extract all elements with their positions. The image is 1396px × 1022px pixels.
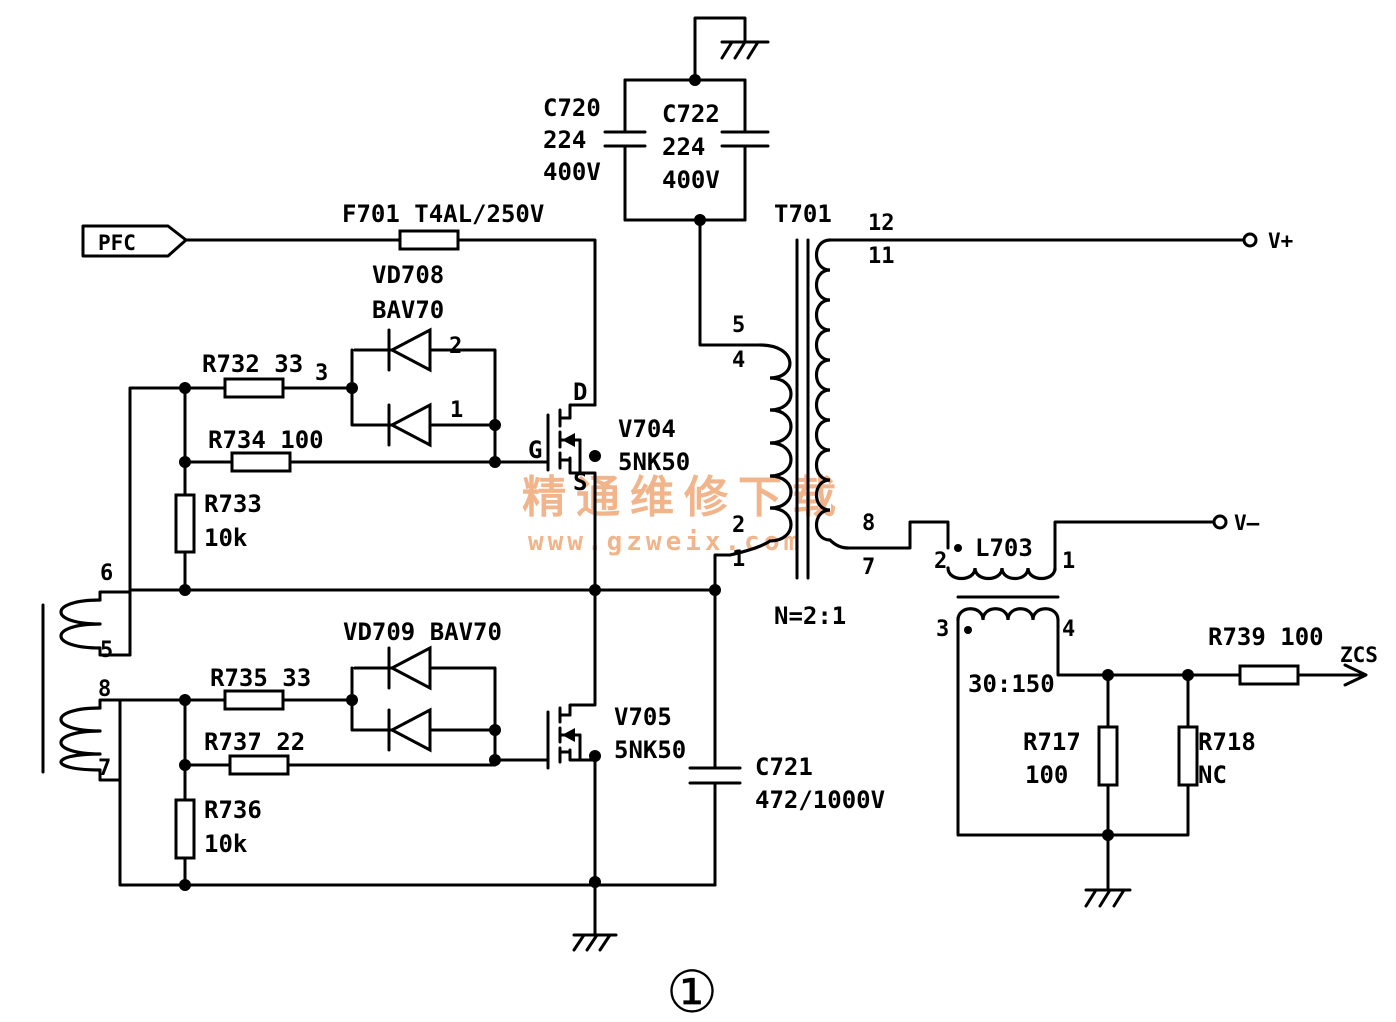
t701-ref: T701 <box>774 200 832 228</box>
r718-ref: R718 <box>1198 728 1256 756</box>
v704-ref: V704 <box>618 415 676 443</box>
vd708-pin-2: 2 <box>449 334 462 359</box>
watermark-url: www.gzweix.com <box>528 527 803 557</box>
gate-drive-transformer <box>41 598 102 774</box>
resistor-r736 <box>174 798 196 860</box>
l703-ratio: 30:150 <box>968 670 1055 698</box>
fuse-f701-label: F701 T4AL/250V <box>342 200 544 228</box>
t701-pin-5: 5 <box>732 313 745 338</box>
resistor-r717 <box>1097 725 1119 787</box>
vd708-ref: VD708 <box>372 261 444 289</box>
r732-label: R732 33 <box>202 350 303 378</box>
c720-voltage: 400V <box>543 158 601 186</box>
r733-value: 10k <box>204 524 248 552</box>
r733-ref: R733 <box>204 490 262 518</box>
v705-part: 5NK50 <box>614 736 686 764</box>
r736-value: 10k <box>204 830 248 858</box>
zcs-label: ZCS <box>1340 643 1378 667</box>
gate-xfmr-pin-5: 5 <box>100 638 113 663</box>
c722-ref: C722 <box>662 100 720 128</box>
vd708-part: BAV70 <box>372 296 444 324</box>
r718-value: NC <box>1198 761 1227 789</box>
resistor-r718 <box>1177 725 1199 787</box>
resistor-r732 <box>223 377 285 399</box>
vd708-pin-3: 3 <box>315 361 328 386</box>
t701-pin-8: 8 <box>862 511 875 536</box>
v704-drain-label: D <box>573 378 587 406</box>
resistor-r737 <box>228 754 290 776</box>
v704-part: 5NK50 <box>618 448 690 476</box>
r717-ref: R717 <box>1023 728 1081 756</box>
t701-pin-1: 1 <box>732 547 745 572</box>
v705-ref: V705 <box>614 703 672 731</box>
v-minus-label: V– <box>1234 511 1260 535</box>
v-plus-label: V+ <box>1268 229 1293 253</box>
ground-symbol-top <box>720 40 770 60</box>
mosfet-v705 <box>558 706 582 764</box>
v704-source-label: S <box>573 468 587 496</box>
transformer-t701 <box>728 238 850 580</box>
resistor-r734 <box>230 451 292 473</box>
t701-pin-11: 11 <box>868 244 895 269</box>
diode-vd708 <box>353 327 432 448</box>
pfc-port-label: PFC <box>98 231 136 255</box>
capacitor-c721 <box>688 766 742 785</box>
r717-value: 100 <box>1025 761 1068 789</box>
l703-ref: L703 <box>975 534 1033 562</box>
c720-ref: C720 <box>543 94 601 122</box>
r737-label: R737 22 <box>204 728 305 756</box>
l703-pin-4: 4 <box>1062 617 1075 642</box>
terminal-v-minus <box>1212 514 1228 530</box>
pfc-port: PFC <box>81 224 188 258</box>
inductor-l703 <box>946 544 1060 634</box>
c721-ref: C721 <box>755 753 813 781</box>
t701-pin-12: 12 <box>868 211 895 236</box>
c720-value: 224 <box>543 126 586 154</box>
gate-xfmr-pin-6: 6 <box>100 561 113 586</box>
resistor-r739 <box>1238 664 1300 686</box>
terminal-v-plus <box>1242 232 1258 248</box>
zcs-arrow <box>1343 663 1368 687</box>
fuse-f701: F701 T4AL/250V <box>342 200 544 251</box>
resistor-r733 <box>174 493 196 554</box>
l703-pin-1: 1 <box>1062 549 1075 574</box>
t701-ratio: N=2:1 <box>774 602 846 630</box>
l703-pin-3: 3 <box>936 617 949 642</box>
c721-value: 472/1000V <box>755 786 885 814</box>
labels: C720 224 400V C722 224 400V C721 472/100… <box>98 94 1378 1022</box>
t701-pin-4: 4 <box>732 348 745 373</box>
diode-vd709 <box>353 645 432 753</box>
t701-pin-7: 7 <box>862 555 875 580</box>
r735-label: R735 33 <box>210 664 311 692</box>
ground-symbol-bottom <box>572 933 618 952</box>
capacitor-c720 <box>603 130 647 148</box>
capacitor-c722 <box>720 130 770 148</box>
r736-ref: R736 <box>204 796 262 824</box>
gate-xfmr-pin-7: 7 <box>98 756 111 781</box>
c722-voltage: 400V <box>662 166 720 194</box>
figure-number: ① <box>666 958 718 1022</box>
mosfet-v704 <box>558 408 582 475</box>
vd708-pin-1: 1 <box>450 398 463 423</box>
junction-dots <box>179 74 1194 891</box>
c722-value: 224 <box>662 133 705 161</box>
l703-pin-2: 2 <box>934 549 947 574</box>
gate-xfmr-pin-8: 8 <box>98 677 111 702</box>
t701-pin-2: 2 <box>732 513 745 538</box>
ground-symbol-right <box>1084 888 1132 908</box>
vd709-label: VD709 BAV70 <box>343 618 502 646</box>
v704-gate-label: G <box>528 436 542 464</box>
resistor-r735 <box>223 689 285 711</box>
r734-label: R734 100 <box>208 426 324 454</box>
r739-label: R739 100 <box>1208 623 1324 651</box>
